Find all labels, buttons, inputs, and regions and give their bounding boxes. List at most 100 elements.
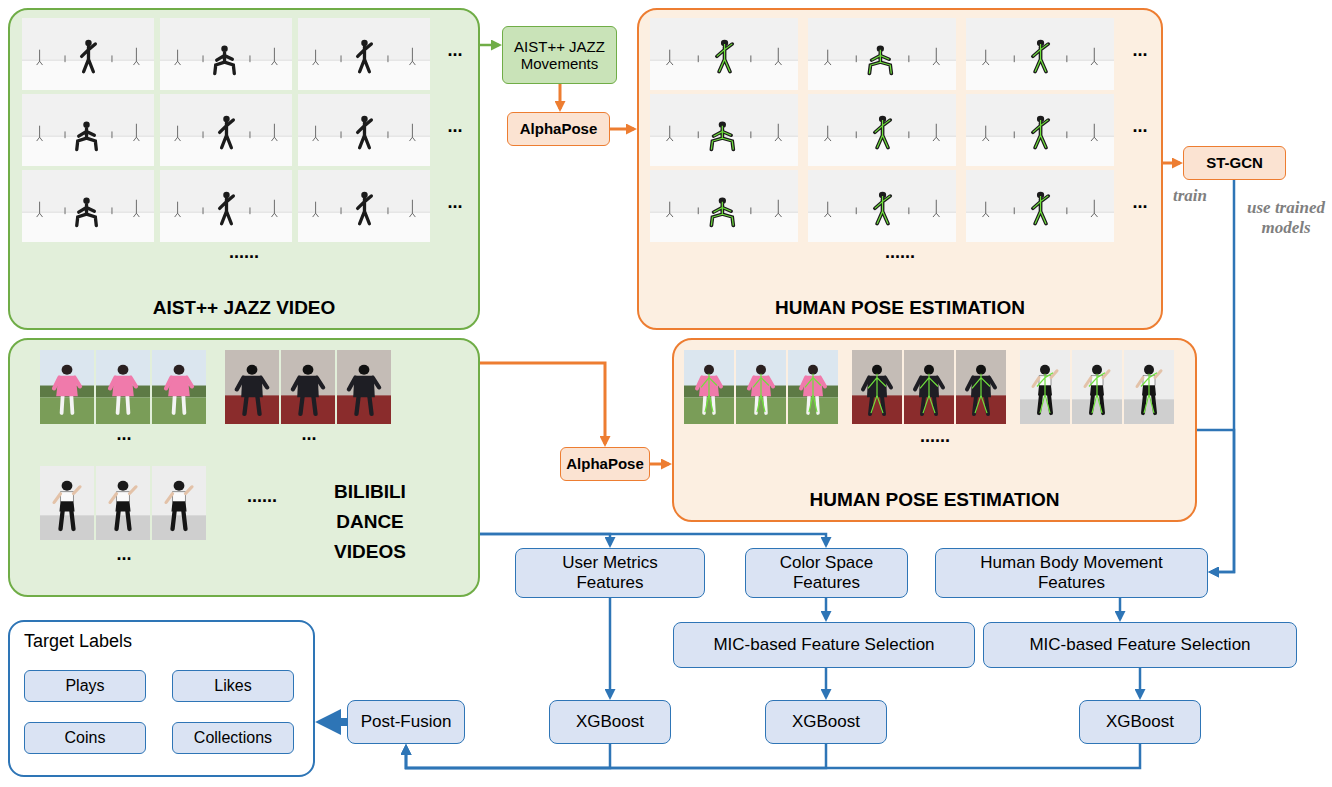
connector-arrow — [406, 744, 610, 768]
pose-thumbnail — [684, 350, 734, 424]
ellipsis-holder: ... — [435, 116, 475, 140]
ellipsis-holder: ...... — [224, 242, 264, 266]
ellipsis-mark: ... — [1132, 40, 1147, 60]
connector-arrow — [559, 84, 562, 109]
node-text: Collections — [194, 729, 272, 747]
feature-box: Color Space Features — [745, 548, 908, 598]
video-thumbnail — [22, 170, 154, 242]
video-thumbnail — [152, 466, 206, 540]
ellipsis-mark: ...... — [885, 242, 915, 262]
connector-arrow — [480, 363, 605, 444]
edge-label-holder: use trained models — [1244, 198, 1328, 239]
connector-arrow — [480, 44, 499, 47]
pose-thumbnail — [1020, 350, 1070, 424]
pose-thumbnail — [966, 170, 1114, 242]
node-text: ST-GCN — [1206, 154, 1263, 171]
node-text: HUMAN POSE ESTIMATION — [810, 489, 1060, 511]
node-text: AlphaPose — [566, 455, 644, 472]
connector-arrow — [1139, 668, 1142, 697]
ellipsis-holder: ...... — [880, 242, 920, 266]
connector-arrow — [650, 463, 669, 466]
ellipsis-holder: ... — [1120, 116, 1160, 140]
node-text: MIC-based Feature Selection — [1029, 635, 1250, 655]
ellipsis-mark: ...... — [247, 486, 277, 506]
video-thumbnail — [298, 94, 430, 166]
model-box: XGBoost — [549, 700, 671, 744]
connector-arrow — [825, 668, 828, 697]
video-panel: AIST++ JAZZ VIDEO — [8, 8, 480, 330]
connector-arrow — [480, 534, 610, 545]
pose-thumbnail — [808, 170, 956, 242]
video-thumbnail — [298, 170, 430, 242]
video-thumbnail — [337, 350, 391, 424]
node-text: Coins — [65, 729, 106, 747]
node-text: AIST++ JAZZ VIDEO — [153, 297, 336, 319]
pose-thumbnail — [966, 94, 1114, 166]
node-text: AIST++ JAZZ Movements — [506, 38, 613, 73]
ellipsis-mark: ... — [1132, 192, 1147, 212]
connector-arrow — [325, 718, 347, 726]
ellipsis-mark: ... — [447, 116, 462, 136]
ellipsis-holder: ... — [435, 40, 475, 64]
pose-thumbnail — [956, 350, 1006, 424]
process-box: AlphaPose — [560, 447, 650, 481]
connector-arrow — [1211, 180, 1234, 572]
node-text: AlphaPose — [520, 120, 598, 137]
video-thumbnail — [96, 350, 150, 424]
node-text: XGBoost — [1106, 712, 1174, 732]
process-box: AlphaPose — [507, 112, 610, 146]
connector-arrow — [1119, 598, 1122, 619]
target-box: Collections — [172, 722, 294, 754]
video-thumbnail — [281, 350, 335, 424]
target-panel: Target LabelsPlaysLikesCoinsCollections — [8, 620, 315, 777]
connector-arrow — [609, 598, 612, 697]
aist-thumbnails — [22, 18, 430, 242]
video-thumbnail — [40, 350, 94, 424]
video-panel: BILIBILI DANCE VIDEOS — [8, 338, 480, 597]
pose-thumbnail — [808, 18, 956, 90]
connector-arrow — [825, 598, 828, 619]
model-box: ST-GCN — [1183, 146, 1286, 180]
ellipsis-holder: ... — [1120, 40, 1160, 64]
node-text: User Metrics Features — [545, 553, 675, 592]
node-text: Color Space Features — [767, 553, 887, 592]
node-text: Human Body Movement Features — [972, 553, 1172, 592]
pose-panel: HUMAN POSE ESTIMATION — [637, 8, 1163, 330]
ellipsis-holder: ... — [1120, 192, 1160, 216]
ellipsis-holder: ...... — [242, 486, 282, 510]
edge-label-holder: train — [1168, 186, 1212, 206]
pose-thumbnail — [808, 94, 956, 166]
node-text: Target Labels — [24, 631, 132, 652]
video-thumbnail — [40, 466, 94, 540]
node-text: HUMAN POSE ESTIMATION — [775, 297, 1025, 319]
bilibili-thumbnails — [40, 350, 391, 540]
ellipsis-mark: ... — [1132, 116, 1147, 136]
ellipsis-mark: ... — [447, 40, 462, 60]
pose-thumbnail — [904, 350, 954, 424]
connector-arrow — [406, 744, 1140, 768]
pose-thumbnail — [852, 350, 902, 424]
video-thumbnail — [152, 350, 206, 424]
pose-thumbnail — [1124, 350, 1174, 424]
connector-arrow — [480, 534, 826, 545]
target-box: Likes — [172, 670, 294, 702]
process-box: MIC-based Feature Selection — [983, 622, 1297, 668]
connector-arrow — [1163, 162, 1180, 165]
ellipsis-mark: ... — [116, 544, 131, 564]
video-thumbnail — [160, 18, 292, 90]
video-thumbnail — [22, 18, 154, 90]
process-box: AIST++ JAZZ Movements — [502, 26, 617, 84]
ellipsis-holder: ... — [289, 424, 329, 448]
ellipsis-mark: ...... — [920, 426, 950, 446]
node-text: Post-Fusion — [361, 712, 452, 732]
node-text: MIC-based Feature Selection — [713, 635, 934, 655]
video-thumbnail — [160, 94, 292, 166]
model-box: XGBoost — [765, 700, 887, 744]
node-text: BILIBILI DANCE VIDEOS — [320, 477, 420, 567]
pose-thumbnail — [966, 18, 1114, 90]
video-thumbnail — [96, 466, 150, 540]
ellipsis-mark: ... — [301, 424, 316, 444]
feature-box: Human Body Movement Features — [935, 548, 1208, 598]
